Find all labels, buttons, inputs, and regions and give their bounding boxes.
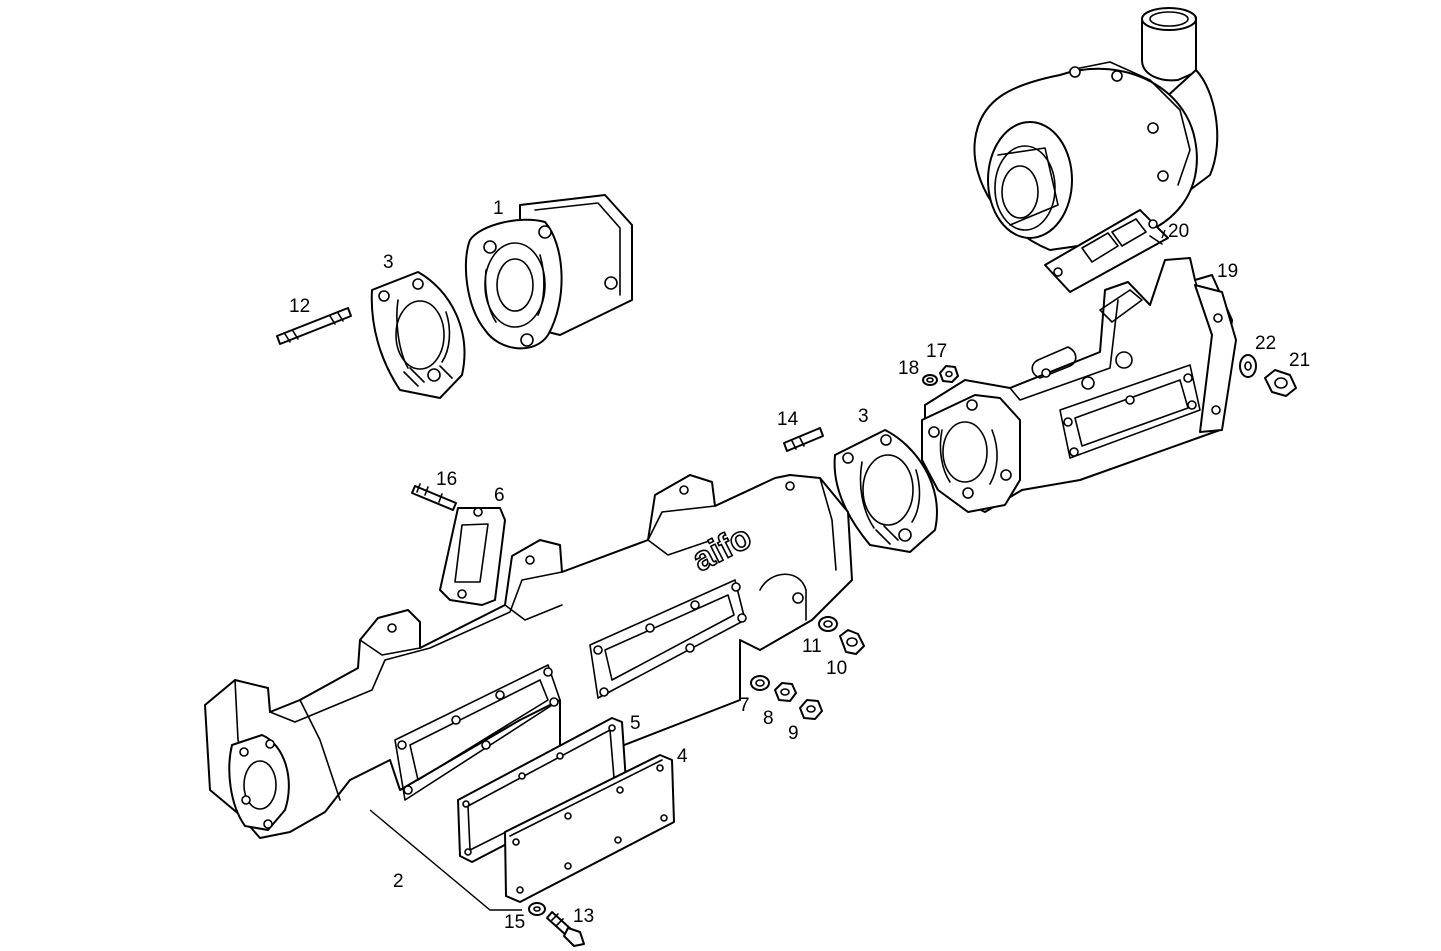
label-9: 9 <box>788 723 799 744</box>
label-1: 1 <box>493 198 504 219</box>
exhaust-manifold-front-2: aifo <box>204 474 853 839</box>
label-8: 8 <box>763 708 774 729</box>
label-21: 21 <box>1289 350 1310 371</box>
label-3-left: 3 <box>383 252 394 273</box>
hardware-small-parts <box>528 354 1297 947</box>
washer-18 <box>922 374 938 386</box>
label-4: 4 <box>677 746 688 767</box>
nut-9 <box>799 699 823 720</box>
cover-plate-4 <box>504 754 675 903</box>
label-11: 11 <box>802 636 822 657</box>
label-12: 12 <box>289 296 310 317</box>
turbocharger-gasket-20 <box>1149 235 1163 245</box>
label-20: 20 <box>1168 221 1189 242</box>
nut-17 <box>939 365 959 383</box>
label-7: 7 <box>739 695 750 716</box>
label-19: 19 <box>1217 261 1238 282</box>
label-15: 15 <box>504 912 525 933</box>
stud-14 <box>783 427 824 452</box>
label-10: 10 <box>826 658 847 679</box>
label-3-right: 3 <box>858 406 869 427</box>
label-16: 16 <box>436 469 457 490</box>
nut-8 <box>774 682 797 702</box>
washer-7 <box>750 675 770 691</box>
label-5: 5 <box>630 713 641 734</box>
stud-16 <box>411 483 457 511</box>
label-13: 13 <box>573 906 594 927</box>
spacer-housing-1 <box>464 194 633 350</box>
plug-21 <box>1264 369 1297 397</box>
label-17: 17 <box>926 341 947 362</box>
part-labels: 1 2 3 3 4 5 6 7 8 9 10 11 12 13 14 15 16… <box>289 198 1310 933</box>
exhaust-manifold-rear-19 <box>921 257 1237 513</box>
label-2: 2 <box>393 871 404 892</box>
washer-22 <box>1239 354 1257 378</box>
label-18: 18 <box>898 358 919 379</box>
port-gasket-6 <box>439 507 506 606</box>
manifold-gasket-3-right <box>833 429 938 553</box>
label-6: 6 <box>494 485 505 506</box>
plug-10 <box>839 629 865 655</box>
turbocharger <box>973 7 1219 293</box>
leader-lines <box>369 229 1166 911</box>
label-22: 22 <box>1255 333 1276 354</box>
stud-12 <box>276 307 352 345</box>
screw-13 <box>546 911 585 947</box>
cover-gasket-5 <box>457 717 627 863</box>
washer-15 <box>528 902 546 916</box>
label-14: 14 <box>777 409 799 430</box>
manifold-gasket-3-left <box>370 271 466 399</box>
washer-11 <box>818 616 838 632</box>
